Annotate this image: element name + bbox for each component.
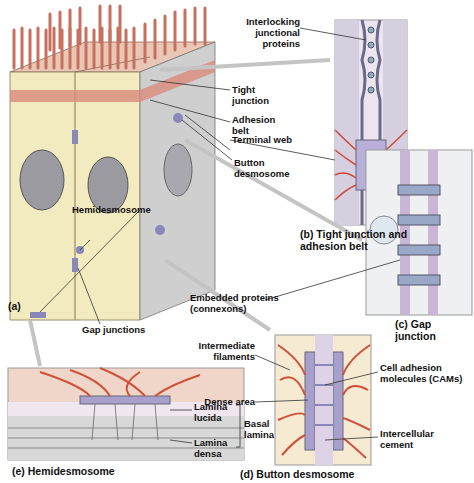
part-label: Lamina densa: [194, 437, 234, 459]
panel-caption: (b) Tight junction and adhesion belt: [300, 228, 420, 252]
part-label: Tight junction: [232, 84, 292, 106]
part-label: Interlocking junctional proteins: [228, 16, 300, 49]
part-label: Gap junctions: [82, 324, 162, 335]
part-label: Terminal web: [232, 134, 292, 145]
panel-caption: (a): [8, 300, 28, 312]
panel-caption: (e) Hemidesmosome: [12, 465, 132, 477]
panel-caption: (d) Button desmosome: [240, 468, 370, 480]
part-label: Intermediate filaments: [185, 340, 255, 362]
part-label: Embedded proteins (connexons): [190, 292, 300, 314]
zoom-arrows: [30, 60, 362, 366]
part-label: Intercellular cement: [380, 428, 460, 450]
part-label: Cell adhesion molecules (CAMs): [380, 362, 472, 384]
part-label: Hemidesmosome: [72, 204, 152, 215]
part-label: Adhesion belt: [232, 114, 282, 136]
panel-caption: (c) Gap junction: [395, 318, 474, 342]
part-label: Lamina lucida: [194, 401, 234, 423]
desmosome-panel: [275, 335, 371, 465]
part-label: Basal lamina: [244, 418, 278, 440]
hemidesmosome-panel: [8, 368, 244, 460]
part-label: Button desmosome: [234, 157, 294, 179]
